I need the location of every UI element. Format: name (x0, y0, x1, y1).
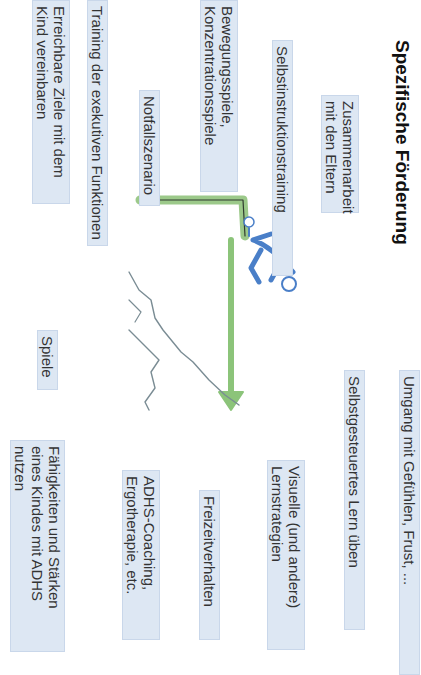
box-text: Training der exekutiven Funktionen (89, 6, 106, 240)
box-text: Bewegungsspiele, Konzentrationsspiele (202, 6, 236, 186)
topic-box: Spiele (37, 330, 58, 390)
small-figure-body (248, 228, 250, 236)
box-text: Erreichbare Ziele mit dem Kind vereinbar… (34, 6, 68, 198)
rock-line (129, 300, 141, 322)
box-text: Selbstinstruktionstraining (274, 46, 291, 270)
fall-arrowhead (219, 392, 243, 410)
person-head (282, 277, 296, 291)
topic-box: Selbstgesteuertes Lern üben (344, 370, 365, 630)
topic-box: Training der exekutiven Funktionen (87, 0, 108, 246)
fall-arrow (228, 240, 234, 398)
diagram-title: Spezifische Förderung (391, 40, 413, 245)
box-text: Visuelle (und andere) Lernstrategien (269, 466, 303, 644)
box-text: Selbstgesteuertes Lern üben (346, 376, 363, 624)
topic-box: Fähigkeiten und Stärken eines Kindes mit… (10, 440, 65, 652)
box-text: Zusammenarbeit mit den Eltern (323, 101, 357, 207)
topic-box: Visuelle (und andere) Lernstrategien (267, 460, 305, 650)
topic-box: Selbstinstruktionstraining (272, 40, 293, 276)
topic-box: Freizeitverhalten (199, 490, 220, 640)
small-figure-head (244, 217, 254, 227)
topic-box: ADHS-Coaching, Ergotherapie, etc. (122, 470, 160, 640)
box-text: Umgang mit Gefühlen, Frust, ... (401, 376, 418, 669)
rock-line (129, 272, 239, 405)
topic-box: Erreichbare Ziele mit dem Kind vereinbar… (32, 0, 70, 204)
box-text: ADHS-Coaching, Ergotherapie, etc. (124, 476, 158, 634)
topic-box: Umgang mit Gefühlen, Frust, ... (399, 370, 420, 675)
box-text: Spiele (39, 336, 56, 384)
rock-line (129, 330, 159, 410)
topic-box: Zusammenarbeit mit den Eltern (321, 95, 359, 213)
box-text: Fähigkeiten und Stärken eines Kindes mit… (12, 446, 63, 646)
topic-box: Notfallszenario (139, 90, 160, 206)
box-text: Notfallszenario (141, 96, 158, 200)
box-text: Freizeitverhalten (201, 496, 218, 634)
topic-box: Bewegungsspiele, Konzentrationsspiele (200, 0, 238, 192)
